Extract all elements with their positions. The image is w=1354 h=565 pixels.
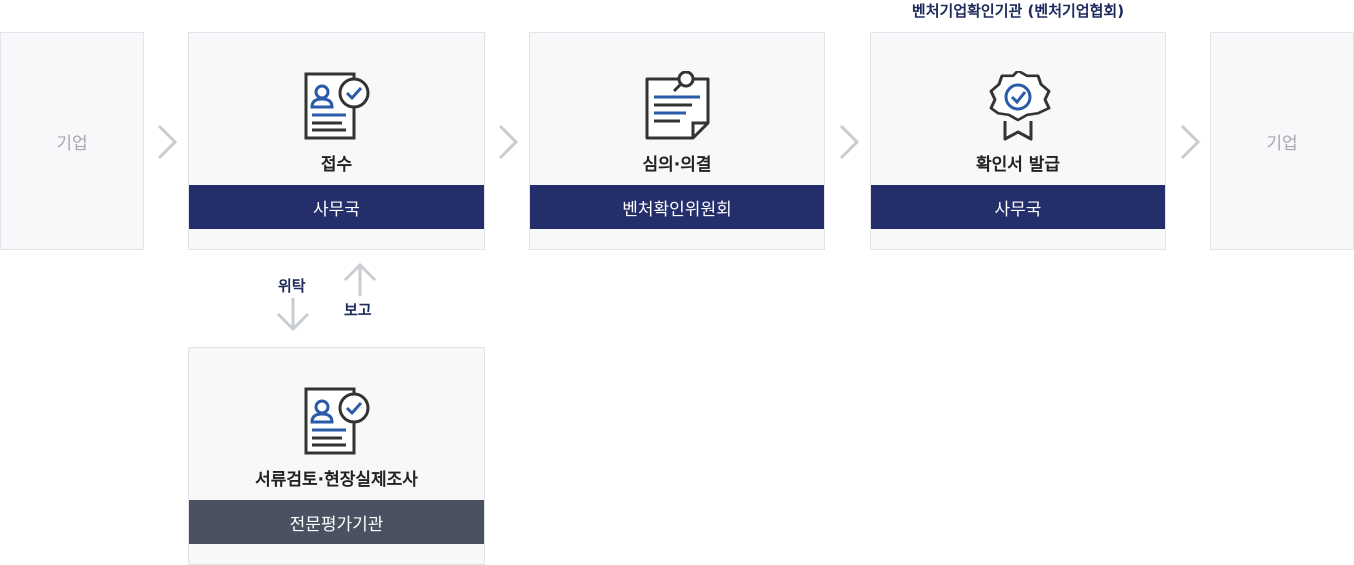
start-node: 기업	[0, 32, 144, 250]
step-title: 심의·의결	[642, 155, 712, 175]
step-role-bar: 벤처확인위원회	[530, 185, 824, 229]
chevron-right-icon	[498, 124, 519, 160]
step-issuance: 확인서 발급 사무국	[870, 32, 1166, 250]
report-label: 보고	[344, 301, 372, 319]
step-role-bar: 전문평가기관	[189, 500, 484, 544]
issuer-header: 벤처기업확인기관 (벤처기업협회)	[911, 2, 1125, 20]
resume-check-icon	[304, 72, 369, 140]
delegate-label: 위탁	[278, 277, 306, 295]
end-node: 기업	[1210, 32, 1354, 250]
chevron-right-icon	[839, 124, 860, 160]
chevron-right-icon	[157, 124, 178, 160]
document-search-icon	[645, 71, 710, 140]
step-review: 서류검토·현장실제조사 전문평가기관	[188, 347, 485, 565]
step-reception: 접수 사무국	[188, 32, 485, 250]
step-role-bar: 사무국	[871, 185, 1165, 229]
badge-check-icon	[989, 71, 1051, 141]
resume-check-icon	[304, 387, 369, 455]
arrow-up-icon	[343, 262, 377, 296]
chevron-right-icon	[1180, 124, 1201, 160]
step-title: 확인서 발급	[975, 155, 1061, 175]
step-title: 서류검토·현장실제조사	[255, 470, 418, 490]
step-title: 접수	[320, 155, 353, 175]
arrow-down-icon	[276, 298, 310, 332]
end-label: 기업	[1266, 133, 1298, 154]
start-label: 기업	[56, 133, 88, 154]
step-deliberation: 심의·의결 벤처확인위원회	[529, 32, 825, 250]
step-role-bar: 사무국	[189, 185, 484, 229]
